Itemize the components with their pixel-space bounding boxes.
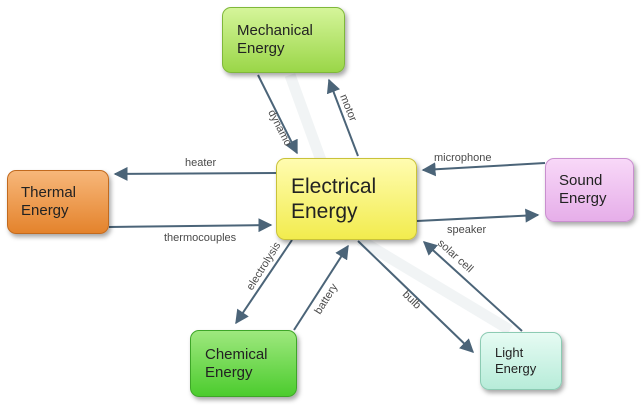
arrow-motor	[326, 78, 359, 157]
node-thermal-energy: Thermal Energy	[7, 170, 109, 234]
node-chemical-label: Chemical Energy	[205, 345, 268, 381]
label-battery: battery	[312, 281, 340, 316]
node-sound-energy: Sound Energy	[545, 158, 634, 222]
arrow-dynamo	[257, 74, 298, 155]
node-electrical-energy: Electrical Energy	[276, 158, 417, 240]
label-heater: heater	[185, 157, 217, 169]
node-mechanical-label: Mechanical Energy	[237, 22, 313, 57]
label-electrolysis: electrolysis	[244, 240, 283, 293]
node-light-energy: Light Energy	[480, 332, 562, 390]
label-dynamo: dynamo	[265, 108, 293, 148]
label-bulb: bulb	[400, 289, 423, 312]
arrow-thermocouples	[108, 218, 273, 233]
node-light-label: Light Energy	[495, 345, 537, 376]
glow-band	[357, 235, 513, 335]
label-microphone: microphone	[434, 152, 491, 164]
node-electrical-label: Electrical Energy	[291, 174, 377, 223]
node-sound-label: Sound Energy	[559, 172, 607, 207]
label-thermocouples: thermocouples	[164, 232, 237, 244]
arrow-solar-cell	[422, 241, 523, 332]
node-chemical-energy: Chemical Energy	[190, 330, 297, 397]
arrow-speaker	[416, 208, 540, 223]
arrow-electrolysis	[235, 239, 293, 325]
label-speaker: speaker	[447, 224, 486, 236]
arrow-bulb	[357, 240, 475, 353]
arrow-heater	[113, 166, 277, 181]
arrow-battery	[293, 244, 349, 331]
node-thermal-label: Thermal Energy	[21, 184, 77, 219]
arrow-microphone	[421, 162, 546, 177]
node-mechanical-energy: Mechanical Energy	[222, 7, 345, 73]
